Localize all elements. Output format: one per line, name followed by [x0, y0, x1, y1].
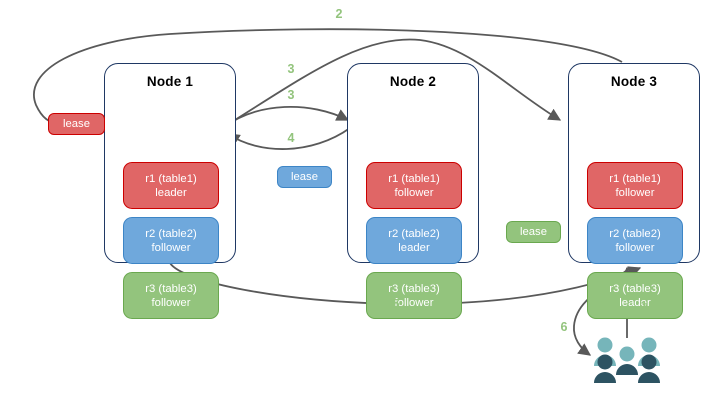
step-label-1: 1	[640, 299, 648, 313]
lease-badge-r1[interactable]: lease	[48, 113, 105, 135]
replica-role: leader	[619, 296, 651, 309]
replica-role: follower	[394, 186, 434, 199]
client-group[interactable]	[592, 334, 664, 386]
replica-node2-r1[interactable]: r1 (table1) follower	[366, 162, 462, 209]
replica-name: r3 (table3)	[145, 282, 197, 295]
replica-node3-r2[interactable]: r2 (table2) follower	[587, 217, 683, 264]
replica-name: r1 (table1)	[388, 172, 440, 185]
replica-name: r1 (table1)	[609, 172, 661, 185]
replica-name: r1 (table1)	[145, 172, 197, 185]
node-title-node3: Node 3	[610, 74, 658, 89]
node-box-node3[interactable]: Node 3 r1 (table1) follower r2 (table2) …	[568, 63, 700, 319]
node-box-node2[interactable]: Node 2 r1 (table1) follower r2 (table2) …	[347, 63, 479, 319]
replica-node1-r3[interactable]: r3 (table3) follower	[123, 272, 219, 319]
replica-role: leader	[155, 186, 187, 199]
node-title-node1: Node 1	[146, 74, 194, 89]
replica-node1-r1[interactable]: r1 (table1) leader	[123, 162, 219, 209]
replica-name: r2 (table2)	[609, 227, 661, 240]
step-label-4: 4	[287, 131, 295, 145]
step-label-3a: 3	[287, 62, 295, 76]
replica-name: r2 (table2)	[388, 227, 440, 240]
people-group-icon	[594, 337, 660, 383]
node-box-node1[interactable]: Node 1 r1 (table1) leader r2 (table2) fo…	[104, 63, 236, 319]
replica-node1-r2[interactable]: r2 (table2) follower	[123, 217, 219, 264]
arrow-step-3-node1-to-node2	[223, 106, 350, 128]
step-label-5: 5	[392, 297, 400, 311]
node-title-node2: Node 2	[389, 74, 437, 89]
replica-role: follower	[151, 296, 191, 309]
lease-badge-r3[interactable]: lease	[506, 221, 561, 243]
lease-badge-r2[interactable]: lease	[277, 166, 332, 188]
replica-node3-r1[interactable]: r1 (table1) follower	[587, 162, 683, 209]
replica-node2-r2[interactable]: r2 (table2) leader	[366, 217, 462, 264]
step-label-6: 6	[560, 320, 568, 334]
replica-name: r3 (table3)	[388, 282, 440, 295]
replica-node3-r3[interactable]: r3 (table3) leader	[587, 272, 683, 319]
replica-name: r2 (table2)	[145, 227, 197, 240]
replica-role: follower	[615, 186, 655, 199]
step-label-3b: 3	[287, 88, 295, 102]
replica-node2-r3[interactable]: r3 (table3) follower	[366, 272, 462, 319]
replica-name: r3 (table3)	[609, 282, 661, 295]
step-label-2: 2	[335, 7, 343, 21]
replica-role: follower	[394, 296, 434, 309]
replica-role: leader	[398, 241, 430, 254]
replica-role: follower	[151, 241, 191, 254]
replica-role: follower	[615, 241, 655, 254]
